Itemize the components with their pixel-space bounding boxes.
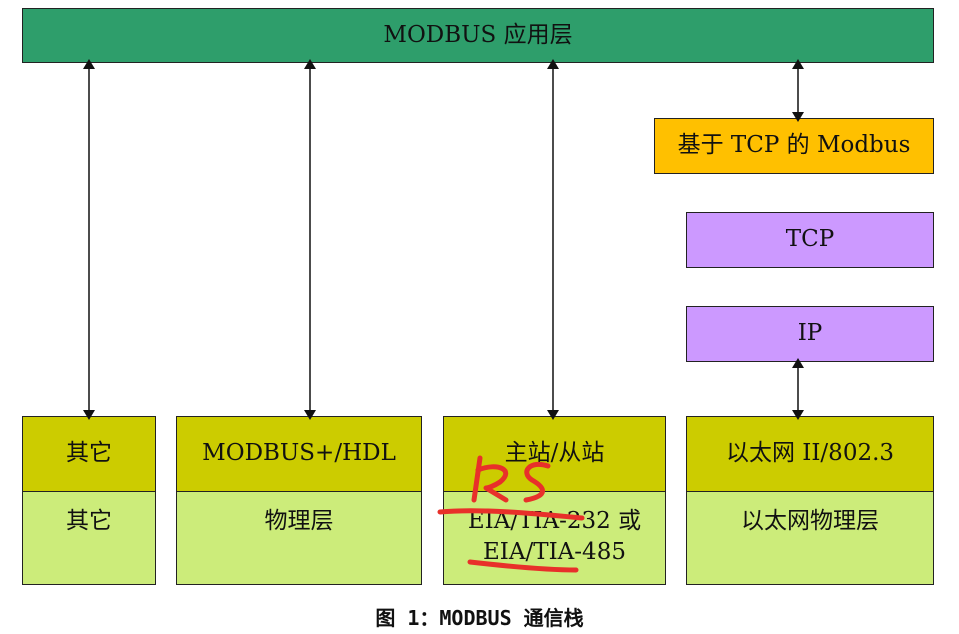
modbus-over-tcp-box: 基于 TCP 的 Modbus <box>654 118 934 174</box>
column-other-upper: 其它 <box>22 416 156 492</box>
column-modbus-plus-lower-label: 物理层 <box>264 508 334 534</box>
figure-caption: 图 1：MODBUS 通信栈 <box>375 606 584 630</box>
column-modbus-plus-lower: 物理层 <box>176 491 422 585</box>
column-ethernet-lower-label: 以太网物理层 <box>741 508 879 534</box>
column-master-slave-upper-label: 主站/从站 <box>504 440 605 467</box>
column-ethernet-lower: 以太网物理层 <box>686 491 934 585</box>
column-modbus-plus-upper: MODBUS+/HDL <box>176 416 422 492</box>
tcp-label: TCP <box>785 226 835 253</box>
tcp-box: TCP <box>686 212 934 268</box>
column-other-lower-label: 其它 <box>66 508 112 534</box>
column-ethernet-upper-label: 以太网 II/802.3 <box>725 440 895 467</box>
ip-label: IP <box>797 320 823 347</box>
application-layer-label: MODBUS 应用层 <box>383 21 573 48</box>
column-ethernet-upper: 以太网 II/802.3 <box>686 416 934 492</box>
ip-box: IP <box>686 306 934 362</box>
modbus-application-layer: MODBUS 应用层 <box>22 8 934 63</box>
column-other-lower: 其它 <box>22 491 156 585</box>
column-other-upper-label: 其它 <box>66 440 112 467</box>
modbus-over-tcp-label: 基于 TCP 的 Modbus <box>677 132 911 159</box>
column-modbus-plus-upper-label: MODBUS+/HDL <box>202 440 396 467</box>
